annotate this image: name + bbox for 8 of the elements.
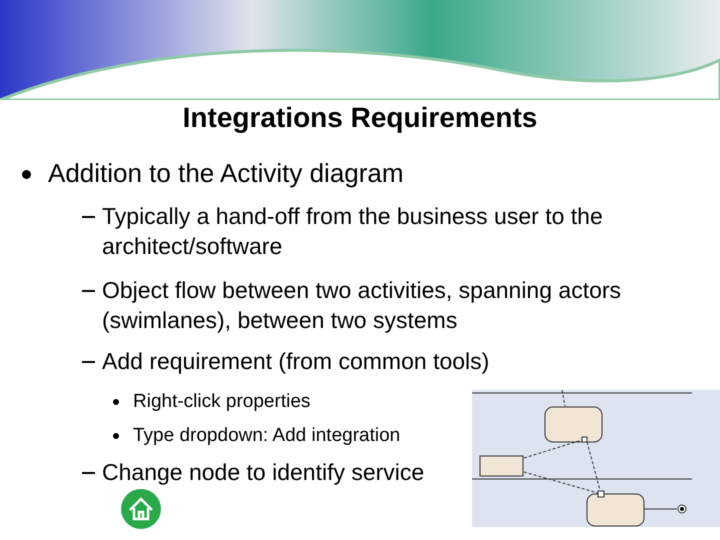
bullet-text: Right-click properties <box>133 390 312 414</box>
slide-title: Integrations Requirements <box>182 102 538 134</box>
bullet-text: Add requirement (from common tools) <box>102 347 490 376</box>
bullet-text: Type dropdown: Add integration <box>133 424 402 448</box>
bullet-text: Addition to the Activity diagram <box>48 157 405 190</box>
bullet-text: Typically a hand-off from the business user to the architect/software <box>102 202 604 261</box>
bullet-text: Change node to identify service <box>102 458 426 487</box>
bullet-text: Object flow between two activities, spanning actors (swimlanes), between two systems <box>102 276 622 335</box>
